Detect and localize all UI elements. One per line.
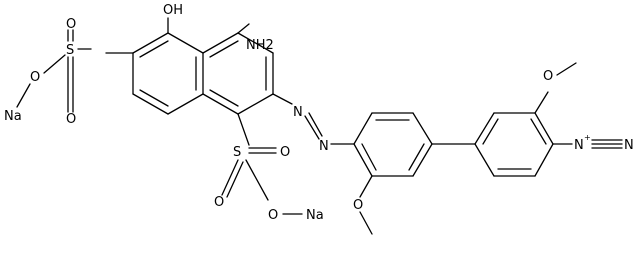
amino-label-text: NH2	[246, 38, 274, 53]
bottom-sulfonate-o-left: O	[214, 195, 224, 210]
methoxy-top-bond	[534, 91, 549, 114]
diazonium-n-label: N	[574, 138, 584, 153]
azo-n1-label: N	[293, 105, 303, 120]
naphthalene-bonds	[132, 32, 274, 115]
left-sulfonate-o-top: O	[66, 17, 76, 32]
diazonium-charge: +	[584, 133, 591, 142]
left-sulfonate-o-chain: O	[30, 70, 40, 85]
left-sulfonate-o-bottom: O	[66, 112, 76, 127]
azo-bond-left	[272, 93, 293, 105]
middle-benzene-bonds	[353, 112, 433, 177]
left-sulfonate-s: S	[66, 43, 74, 58]
methoxy-top-o: O	[543, 69, 553, 84]
bottom-sodium-label: Na	[306, 208, 324, 223]
right-benzene-bonds	[474, 112, 554, 177]
left-sodium-label: Na	[4, 109, 22, 124]
methoxy-bottom-o: O	[353, 198, 363, 213]
methoxy-bottom-bond	[359, 175, 373, 198]
bottom-sulfonate-o-chain: O	[268, 208, 278, 223]
hydroxyl-label: OH	[163, 3, 183, 18]
amino-bond	[237, 23, 250, 34]
diazonium-terminal-n: N	[624, 138, 634, 153]
bottom-sulfonate-o-top: O	[280, 145, 290, 160]
bottom-sulfonate-bond	[237, 113, 250, 146]
bottom-sulfonate-s: S	[233, 145, 241, 160]
azo-n2-label: N	[319, 139, 329, 154]
